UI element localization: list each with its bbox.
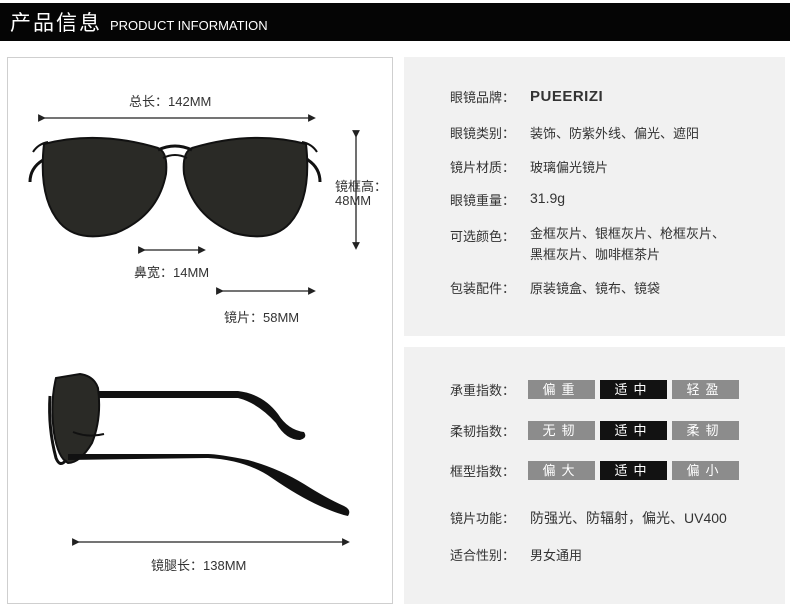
index-key: 柔韧指数：: [450, 424, 516, 439]
spec-value: 装饰、防紫外线、偏光、遮阳: [530, 126, 700, 141]
spec-row-material: 镜片材质： 玻璃偏光镜片: [450, 157, 608, 176]
spec-row-colors: 可选颜色： 金框灰片、银框灰片、枪框灰片、 黑框灰片、咖啡框茶片: [450, 226, 725, 265]
spec-key: 包装配件：: [450, 281, 516, 296]
spec-value: PUEERIZI: [530, 88, 604, 105]
spec-panel: 眼镜品牌： PUEERIZI 眼镜类别： 装饰、防紫外线、偏光、遮阳 镜片材质：…: [404, 57, 785, 336]
header-title-en: PRODUCT INFORMATION: [110, 17, 268, 33]
frame-height-label: 镜框高：: [335, 179, 388, 194]
index-row-frame-size: 框型指数： 偏大 适中 偏小: [450, 461, 744, 480]
index-row-flexibility: 柔韧指数： 无韧 适中 柔韧: [450, 421, 744, 440]
section-header: 产品信息 PRODUCT INFORMATION: [0, 3, 790, 41]
spec-row-weight: 眼镜重量： 31.9g: [450, 190, 565, 209]
glasses-front-view: [28, 136, 322, 238]
dimensions-panel: 总长：142MM 镜框高： 48MM 鼻宽：14MM 镜片：58MM 镜腿长：1…: [7, 57, 393, 604]
feature-value: 防强光、防辐射，偏光、UV400: [530, 510, 727, 526]
total-length-label: 总长：142MM: [129, 94, 212, 109]
index-option: 偏重: [528, 380, 595, 399]
lens-width-label: 镜片：58MM: [224, 310, 300, 325]
feature-key: 适合性别：: [450, 548, 516, 563]
index-option-selected: 适中: [600, 380, 667, 399]
feature-row-gender: 适合性别： 男女通用: [450, 545, 582, 564]
index-row-weight: 承重指数： 偏重 适中 轻盈: [450, 380, 744, 399]
spec-key: 眼镜类别：: [450, 126, 516, 141]
spec-value: 玻璃偏光镜片: [530, 160, 609, 175]
feature-row-function: 镜片功能： 防强光、防辐射，偏光、UV400: [450, 508, 727, 528]
frame-height-value: 48MM: [335, 193, 372, 208]
sunglasses-illustration: [28, 114, 360, 546]
index-option: 轻盈: [672, 380, 739, 399]
index-key: 承重指数：: [450, 383, 516, 398]
spec-key: 镜片材质：: [450, 160, 516, 175]
spec-value: 金框灰片、银框灰片、枪框灰片、: [530, 226, 726, 241]
feature-key: 镜片功能：: [450, 511, 516, 526]
index-panel: 承重指数： 偏重 适中 轻盈 柔韧指数： 无韧 适中 柔韧 框型指数： 偏大 适…: [404, 347, 785, 604]
spec-key: 眼镜品牌：: [450, 90, 516, 105]
spec-value: 原装镜盒、镜布、镜袋: [530, 281, 661, 296]
temple-length-label: 镜腿长：138MM: [151, 558, 247, 573]
index-option: 无韧: [528, 421, 595, 440]
header-title-cn: 产品信息: [10, 12, 102, 35]
spec-row-category: 眼镜类别： 装饰、防紫外线、偏光、遮阳: [450, 123, 699, 142]
glasses-side-view: [48, 372, 350, 516]
spec-row-brand: 眼镜品牌： PUEERIZI: [450, 87, 603, 106]
index-key: 框型指数：: [450, 464, 516, 479]
index-option: 柔韧: [672, 421, 739, 440]
index-option: 偏小: [672, 461, 739, 480]
spec-row-package: 包装配件： 原装镜盒、镜布、镜袋: [450, 278, 660, 297]
bridge-width-label: 鼻宽：14MM: [134, 265, 210, 280]
index-option: 偏大: [528, 461, 595, 480]
index-option-selected: 适中: [600, 421, 667, 440]
spec-key: 眼镜重量：: [450, 193, 516, 208]
index-option-selected: 适中: [600, 461, 667, 480]
feature-value: 男女通用: [530, 548, 583, 563]
spec-value-group: 金框灰片、银框灰片、枪框灰片、 黑框灰片、咖啡框茶片: [530, 223, 725, 265]
spec-value-line2: 黑框灰片、咖啡框茶片: [530, 247, 661, 262]
spec-key: 可选颜色：: [450, 229, 516, 244]
spec-value: 31.9g: [530, 190, 566, 206]
